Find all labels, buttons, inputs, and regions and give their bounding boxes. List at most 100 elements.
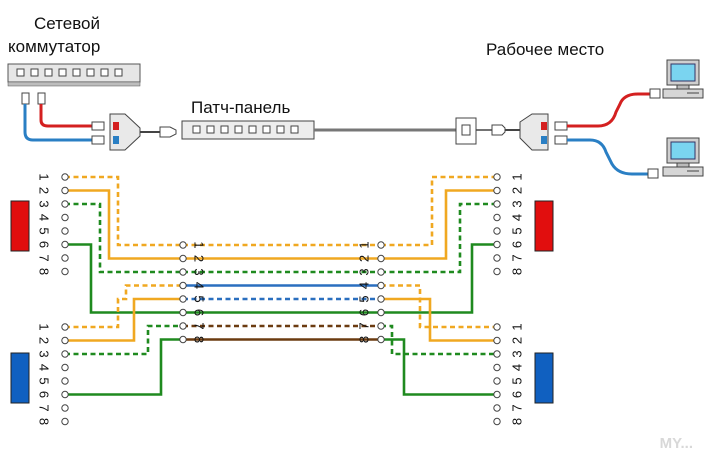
pin-contact [61, 350, 69, 358]
panel-port [206, 125, 215, 134]
pin-contact [179, 241, 187, 249]
pin-number: 1 [357, 241, 372, 248]
pin-number: 2 [510, 187, 525, 194]
switch-red-cable [39, 104, 92, 128]
pin-number: 4 [510, 214, 525, 221]
pin-contact [493, 254, 501, 262]
pin-contact [179, 281, 187, 290]
switch-port [100, 68, 109, 77]
wire [381, 189, 497, 260]
pin-number: 5 [510, 377, 525, 384]
pin-contact [61, 186, 69, 195]
wire [65, 189, 183, 260]
wire [65, 202, 183, 274]
pin-contact [61, 404, 69, 412]
pin-number: 8 [192, 336, 207, 343]
pin-number: 7 [37, 404, 52, 411]
workstation-blue-cable [567, 138, 650, 176]
panel-port [220, 125, 229, 134]
pc2-plug [647, 168, 659, 179]
wire [65, 324, 183, 356]
pin-number: 4 [192, 282, 207, 289]
pin-set: 1234567812345678123456781234567812345678… [37, 173, 525, 426]
panel-port [290, 125, 299, 134]
pin-contact [377, 241, 385, 249]
pin-contact [493, 417, 501, 426]
network-switch-icon [7, 63, 141, 87]
pin-number: 1 [510, 323, 525, 330]
right-splitter-icon [505, 113, 568, 151]
wire-set [65, 175, 497, 396]
pin-number: 8 [510, 268, 525, 275]
pin-contact [61, 254, 69, 262]
pin-contact [493, 173, 501, 181]
pin-contact [61, 377, 69, 385]
pin-contact [377, 308, 385, 317]
pin-contact [179, 322, 187, 330]
panel-port [276, 125, 285, 134]
wire [65, 338, 183, 396]
pin-contact [493, 336, 501, 345]
pin-contact [493, 323, 501, 331]
pin-number: 7 [37, 254, 52, 261]
pin-number: 4 [37, 364, 52, 371]
pin-contact [61, 227, 69, 235]
pin-contact [493, 377, 501, 385]
pin-number: 5 [192, 295, 207, 302]
pin-number: 5 [510, 227, 525, 234]
pin-number: 3 [510, 350, 525, 357]
pin-number: 1 [192, 241, 207, 248]
pin-number: 2 [37, 337, 52, 344]
wire [381, 175, 497, 247]
pin-number: 5 [37, 377, 52, 384]
wire [381, 202, 497, 274]
switch-plug-2 [37, 92, 46, 105]
pin-contact [493, 213, 501, 222]
patch-panel-label: Патч-панель [191, 98, 291, 117]
pin-contact [61, 390, 69, 399]
pin-number: 7 [510, 404, 525, 411]
pin-number: 6 [510, 241, 525, 248]
switch-port [114, 68, 123, 77]
pin-number: 6 [357, 309, 372, 316]
pin-number: 5 [37, 227, 52, 234]
pin-number: 3 [357, 268, 372, 275]
pin-contact [377, 254, 385, 263]
pin-number: 8 [37, 268, 52, 275]
blue-block-right [534, 352, 554, 404]
pin-number: 6 [37, 241, 52, 248]
pc1-plug [649, 88, 661, 99]
pin-contact [179, 335, 187, 344]
pin-number: 7 [510, 254, 525, 261]
computer-icon [662, 59, 704, 99]
switch-blue-cable [23, 104, 92, 142]
pin-number: 7 [192, 322, 207, 329]
pin-contact [61, 240, 69, 249]
pin-contact [179, 308, 187, 317]
switch-port [16, 68, 25, 77]
pin-contact [61, 363, 69, 372]
wall-socket-icon [455, 117, 506, 145]
wire [381, 338, 497, 396]
panel-port [192, 125, 201, 134]
pin-contact [179, 295, 187, 303]
pin-contact [493, 267, 501, 276]
pin-number: 6 [37, 391, 52, 398]
pin-contact [377, 335, 385, 344]
wire [65, 175, 183, 247]
wire [381, 243, 497, 314]
pin-contact [493, 390, 501, 399]
wire [65, 243, 183, 314]
pin-number: 4 [357, 282, 372, 289]
pin-number: 8 [37, 418, 52, 425]
pin-contact [61, 417, 69, 426]
wire [381, 284, 497, 329]
pin-number: 3 [510, 200, 525, 207]
patch-panel-icon [181, 120, 315, 140]
pin-contact [61, 323, 69, 331]
pin-number: 8 [510, 418, 525, 425]
pin-contact [493, 404, 501, 412]
watermark: MY... [659, 435, 693, 452]
pin-number: 3 [37, 350, 52, 357]
